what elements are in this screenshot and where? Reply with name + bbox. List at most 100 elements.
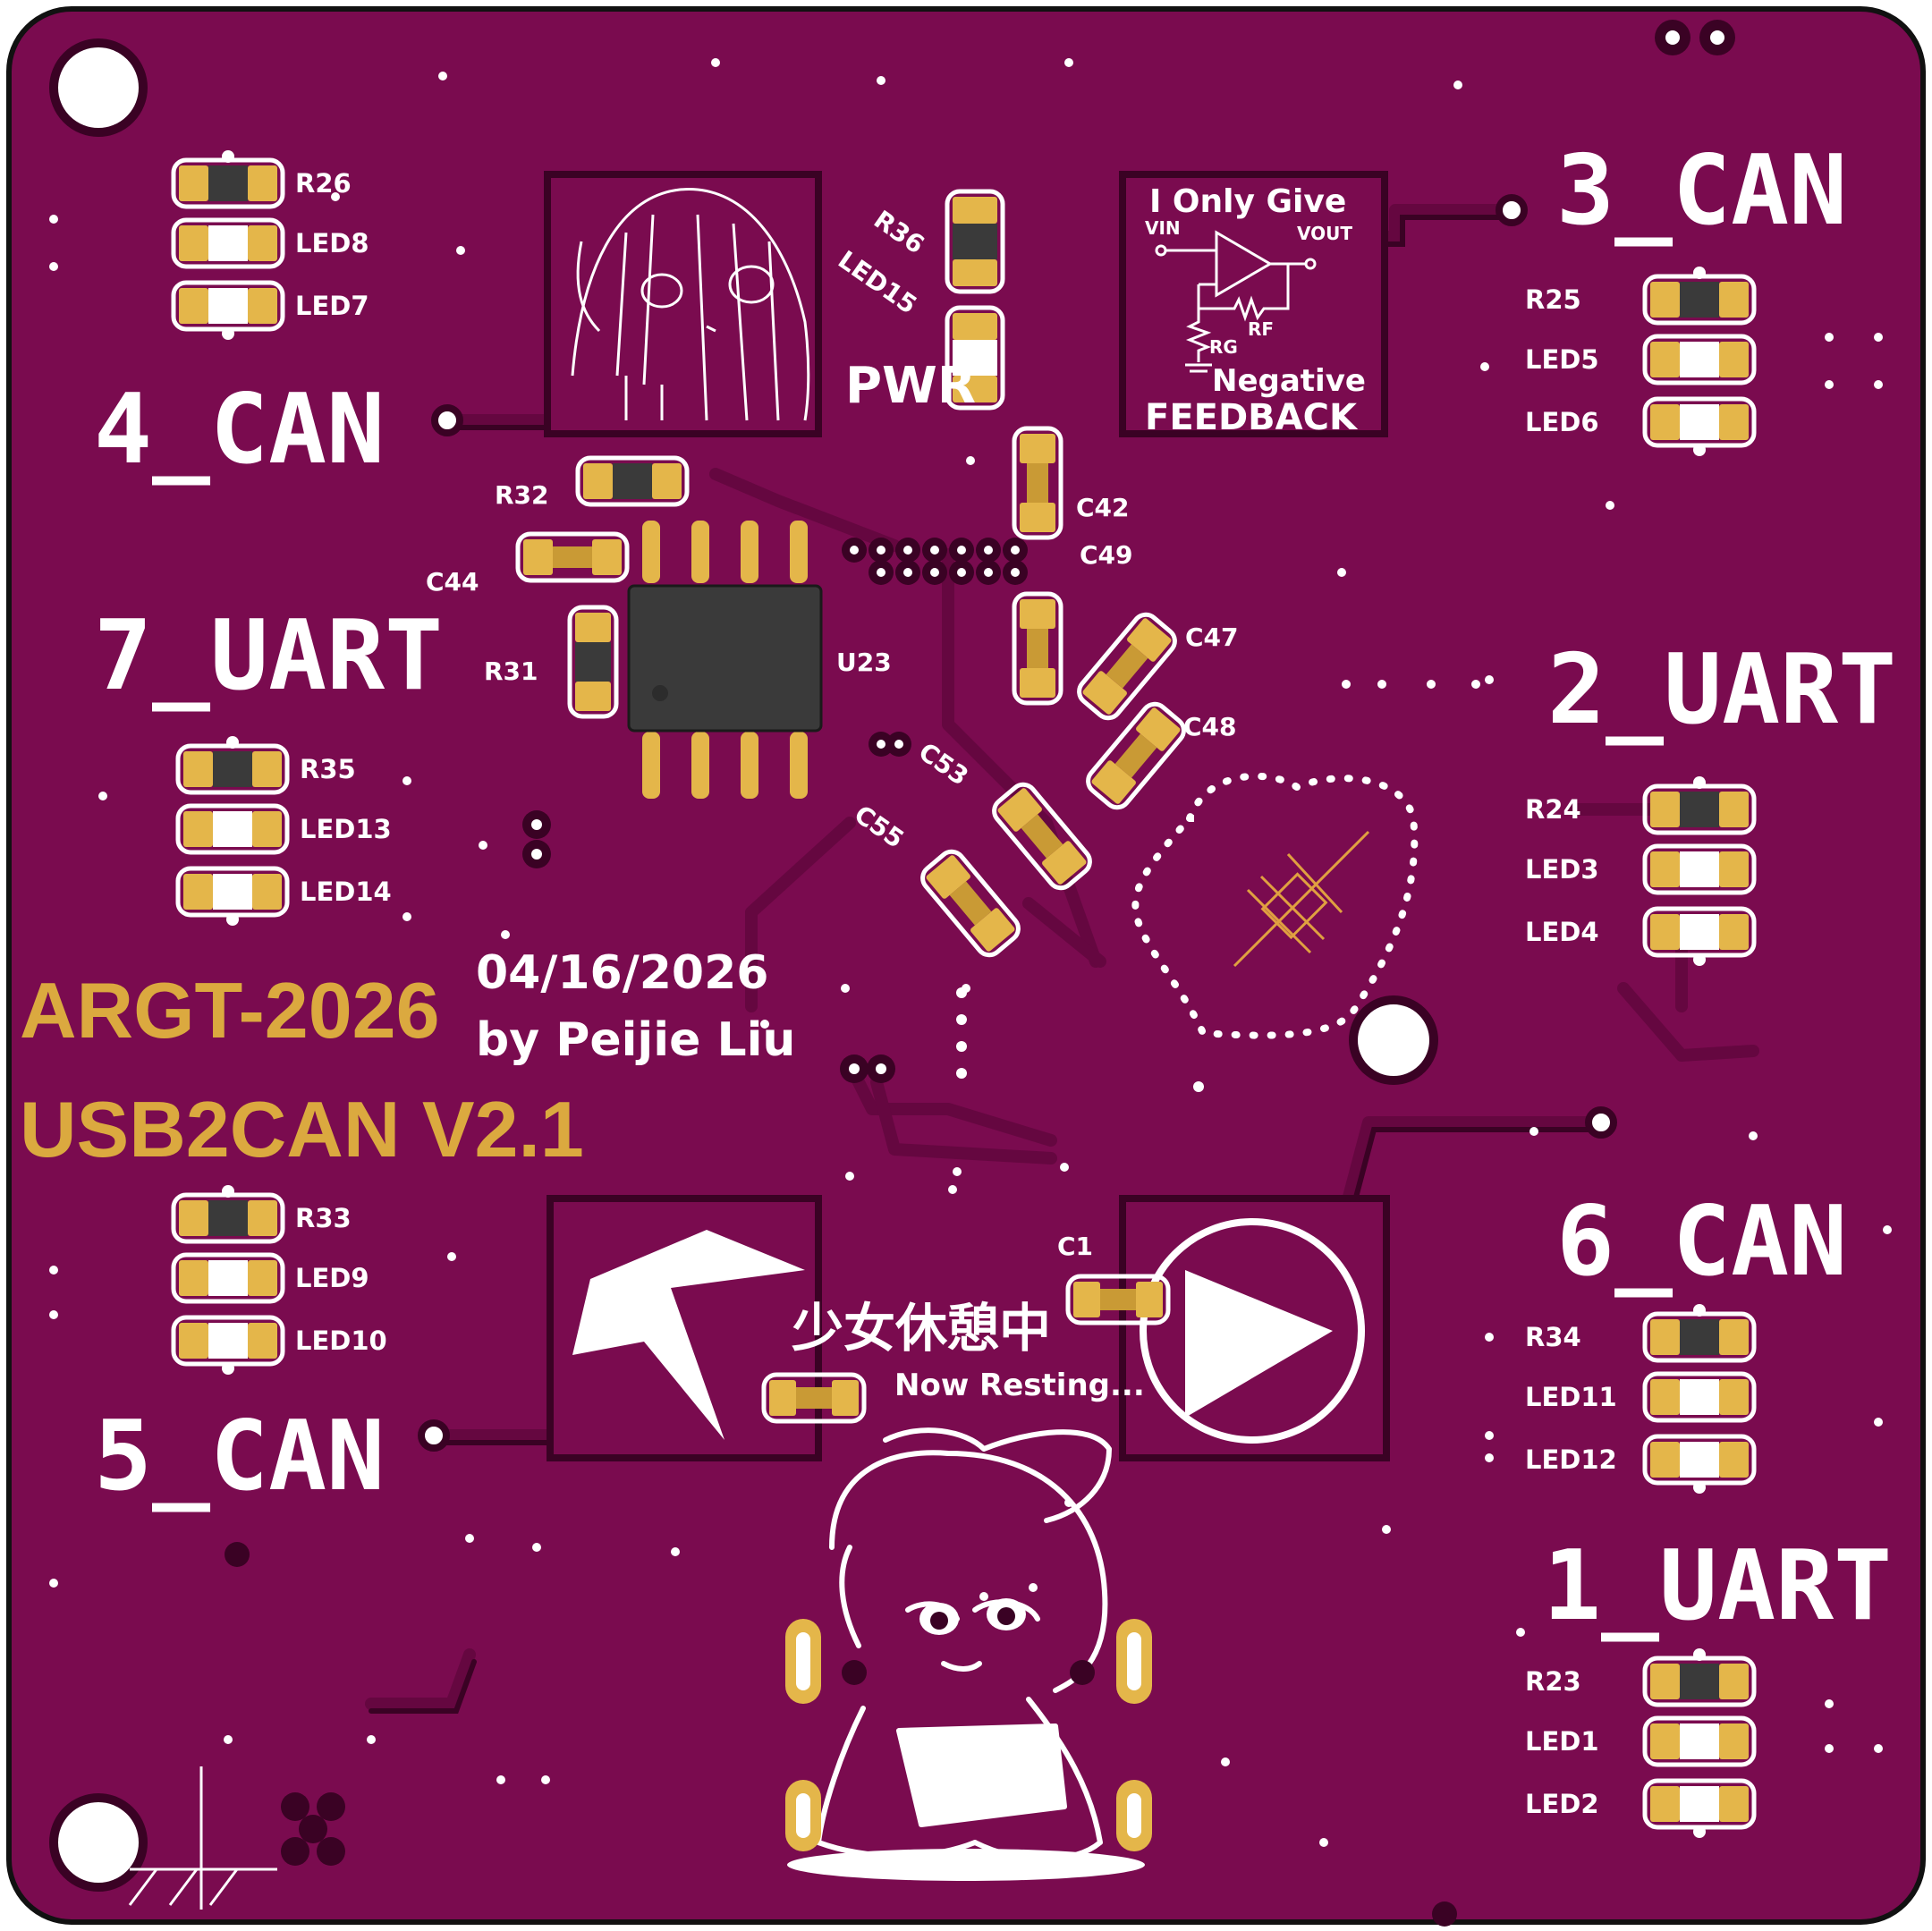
pad — [1719, 404, 1749, 440]
pad — [1136, 707, 1181, 751]
usb-slot-hole — [1127, 1793, 1141, 1838]
led-group-labels: R26LED8LED7R35LED13LED14R33LED9LED10R25L… — [295, 168, 1617, 1819]
via — [956, 987, 967, 998]
pad — [179, 1260, 208, 1296]
pad — [1073, 1282, 1100, 1317]
apron-fill — [899, 1726, 1064, 1825]
hatch-line — [128, 1868, 158, 1906]
part-body — [1100, 1289, 1136, 1310]
pad — [248, 1323, 277, 1359]
via — [222, 1362, 234, 1375]
part-body — [1114, 733, 1157, 778]
pad — [997, 788, 1042, 832]
via-hole — [877, 546, 886, 555]
pad — [1020, 668, 1055, 698]
via — [1471, 680, 1480, 689]
ic-pin — [691, 521, 709, 583]
pad — [1719, 792, 1749, 827]
part-outline — [575, 455, 690, 507]
crystal-plate — [1259, 875, 1326, 941]
part-outline — [945, 305, 1005, 411]
via — [496, 1775, 505, 1784]
via-hole — [876, 1063, 886, 1074]
part-outline — [1086, 701, 1186, 810]
part-body — [1680, 1786, 1719, 1822]
via — [1319, 1838, 1328, 1847]
via — [465, 1534, 474, 1543]
part-body — [208, 165, 248, 201]
pad — [252, 874, 282, 910]
pad — [575, 682, 611, 711]
via — [1693, 1648, 1706, 1661]
via — [1453, 80, 1462, 89]
logo-circle — [1140, 1218, 1365, 1444]
trace — [745, 817, 856, 1012]
via — [711, 58, 720, 67]
part-outline — [1012, 426, 1063, 540]
pad — [1042, 841, 1087, 885]
via — [49, 215, 58, 224]
quad-vias — [225, 1542, 1457, 1927]
led-led14 — [175, 866, 290, 918]
resting-english-text: Now Resting... — [894, 1368, 1145, 1403]
pad — [248, 288, 277, 324]
via — [842, 1660, 867, 1685]
part-body — [208, 225, 248, 261]
feedback-feedback-text: FEEDBACK — [1145, 397, 1359, 438]
via — [1221, 1757, 1230, 1766]
via-hole — [1665, 30, 1680, 45]
part-body — [1021, 814, 1063, 859]
hair-strands — [615, 214, 780, 421]
via-hole — [877, 568, 886, 577]
part-outline — [567, 605, 619, 719]
via — [479, 841, 487, 850]
via — [1485, 1453, 1494, 1462]
usb-slot-hole — [796, 1632, 810, 1690]
via — [281, 1792, 309, 1821]
via — [1382, 1525, 1391, 1534]
via — [225, 1542, 250, 1567]
via — [402, 912, 411, 921]
resistor-r24 — [1642, 783, 1757, 835]
resistor-r23 — [1642, 1656, 1757, 1707]
mouth — [706, 325, 716, 333]
trace — [709, 468, 901, 552]
capacitor-c49 — [1012, 591, 1063, 706]
via — [402, 776, 411, 785]
via — [1874, 1744, 1883, 1753]
part-body — [1680, 851, 1719, 887]
port-label-7-uart: 7_UART — [94, 600, 443, 712]
resistor-r33 — [171, 1192, 285, 1244]
part-outline — [945, 189, 1005, 294]
part-body — [213, 751, 252, 787]
via — [1064, 58, 1073, 67]
part-body — [1680, 1319, 1719, 1355]
via — [501, 930, 510, 939]
opamp-schematic — [1155, 230, 1317, 373]
feedback-vin-label: VIN — [1145, 217, 1181, 239]
feedback-rf-label: RF — [1248, 318, 1274, 340]
board-title-line1: ARGT-2026 — [20, 966, 440, 1054]
via — [1530, 1127, 1538, 1136]
part-body — [1680, 342, 1719, 377]
usb-slot-hole — [1127, 1632, 1141, 1690]
trace — [1022, 897, 1106, 968]
pad — [1650, 1442, 1680, 1478]
via — [49, 1310, 58, 1319]
part-body — [796, 1387, 832, 1409]
board-date: 04/16/2026 — [476, 946, 768, 1000]
feedback-box: I Only Give VIN VOUT RF RG Negative FEED… — [1119, 171, 1388, 438]
part-body — [1680, 1724, 1719, 1759]
hatch-line — [208, 1868, 239, 1906]
part-body — [208, 1260, 248, 1296]
via — [1693, 444, 1706, 456]
via — [438, 72, 447, 80]
led-group-label: LED14 — [300, 877, 392, 907]
pad — [1719, 1786, 1749, 1822]
pad — [1650, 792, 1680, 827]
trace-edge — [369, 1659, 477, 1714]
led-led12 — [1642, 1434, 1757, 1486]
via-hole — [903, 568, 912, 577]
via-hole — [930, 568, 939, 577]
pad — [1719, 342, 1749, 377]
